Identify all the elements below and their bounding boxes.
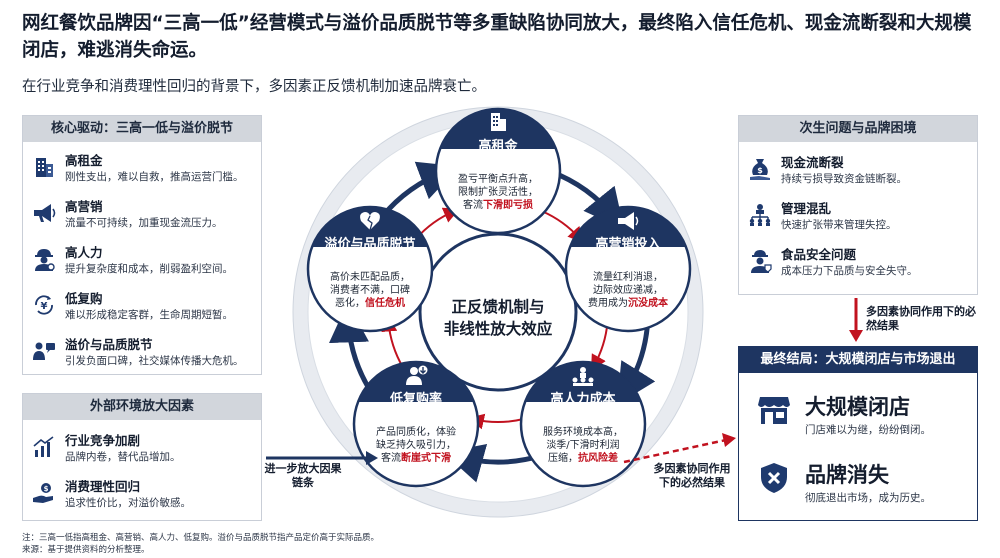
driver-title: 高营销 [65, 199, 103, 214]
cycle-node-highlight: 断崖式下滑 [401, 453, 451, 464]
feedback-cycle-diagram [292, 106, 704, 518]
svg-text:$: $ [44, 485, 49, 493]
cycle-node-desc: 服务环境成本高，淡季/下滑时利润压缩，抗风险差 [543, 427, 623, 464]
svg-text:¥: ¥ [41, 301, 48, 312]
secondary-heading: 次生问题与品牌困境 [739, 116, 977, 142]
secondary-title: 食品安全问题 [781, 247, 857, 262]
hand-coin-icon: $ [31, 480, 57, 506]
megaphone-icon [31, 200, 57, 226]
cycle-node-highlight: 抗风险差 [578, 453, 618, 464]
down-arrow [849, 298, 863, 342]
speaker-person-icon [31, 338, 57, 364]
driver-desc: 流量不可持续，加重现金流压力。 [65, 217, 223, 229]
cycle-node-highlight: 信任危机 [365, 298, 405, 309]
secondary-item-food-safety: 食品安全问题 成本压力下品质与安全失守。 [739, 244, 977, 290]
user-down-icon [406, 365, 428, 385]
left-link-label: 进一步放大因果链条 [264, 462, 342, 489]
megaphone-icon [618, 212, 639, 230]
final-title: 品牌消失 [805, 463, 889, 487]
shield-x-icon [757, 461, 791, 495]
svg-text:$: $ [757, 166, 763, 175]
external-title: 行业竞争加剧 [65, 433, 141, 448]
external-heading: 外部环境放大因素 [23, 394, 261, 420]
final-item-closure: 大规模闭店 门店难以为继，纷纷倒闭。 [739, 385, 977, 445]
driver-item-repurchase: ¥ 低复购 难以形成稳定客群，生命周期短暂。 [23, 288, 261, 334]
external-desc: 追求性价比，对溢价敏感。 [65, 497, 191, 509]
secondary-desc: 快速扩张带来管理失控。 [781, 219, 897, 231]
building-icon [491, 113, 506, 131]
page-subtitle: 在行业竞争和消费理性回归的背景下，多因素正反馈机制加速品牌衰亡。 [22, 79, 486, 95]
driver-item-premium: 溢价与品质脱节 引发负面口碑，社交媒体传播大危机。 [23, 334, 261, 380]
result-label: 多因素协同作用下的必然结果 [866, 305, 976, 332]
store-icon [757, 393, 791, 427]
driver-item-marketing: 高营销 流量不可持续，加重现金流压力。 [23, 196, 261, 242]
driver-title: 高人力 [65, 245, 103, 260]
cycle-node-title: 高人力成本 [550, 392, 616, 407]
driver-desc: 刚性支出，难以自救，推高运营门槛。 [65, 171, 244, 183]
cycle-node-desc: 高价未匹配品质，消费者不满，口碑恶化，信任危机 [330, 272, 410, 309]
secondary-desc: 成本压力下品质与安全失守。 [781, 265, 918, 277]
cycle-node-title: 高营销投入 [595, 237, 661, 252]
final-desc: 彻底退出市场，成为历史。 [805, 492, 931, 504]
driver-title: 溢价与品质脱节 [65, 337, 153, 352]
team-icon [572, 367, 594, 386]
final-title: 大规模闭店 [805, 395, 910, 419]
driver-desc: 提升复杂度和成本，削弱盈利空间。 [65, 263, 233, 275]
right-link-arrow [623, 433, 736, 464]
money-bag-icon: $ [747, 156, 773, 182]
secondary-title: 管理混乱 [781, 201, 832, 216]
external-item-rational: $ 消费理性回归 追求性价比，对溢价敏感。 [23, 476, 261, 522]
page-title: 网红餐饮品牌因“三高一低”经营模式与溢价品质脱节等多重缺陷协同放大，最终陷入信任… [22, 13, 972, 61]
driver-desc: 引发负面口碑，社交媒体传播大危机。 [65, 355, 244, 367]
secondary-desc: 持续亏损导致资金链断裂。 [781, 173, 907, 185]
secondary-panel: 次生问题与品牌困境 $ 现金流断裂 持续亏损导致资金链断裂。 管理混乱 快速扩张… [738, 115, 978, 295]
cycle-node-desc: 盈亏平衡点升高，限制扩张灵活性，客流下滑即亏损 [458, 174, 538, 211]
core-drivers-panel: 核心驱动：三高一低与溢价脱节 高租金 刚性支出，难以自救，推高运营门槛。 高营销… [22, 115, 262, 375]
secondary-item-cash: $ 现金流断裂 持续亏损导致资金链断裂。 [739, 152, 977, 198]
final-panel: 最终结局：大规模闭店与市场退出 大规模闭店 门店难以为继，纷纷倒闭。 品牌消失 … [738, 346, 978, 521]
secondary-title: 现金流断裂 [781, 155, 844, 170]
food-safety-icon [747, 248, 773, 274]
source-note: 来源：基于提供资料的分析整理。 [22, 545, 150, 555]
secondary-item-management: 管理混乱 快速扩张带来管理失控。 [739, 198, 977, 244]
cycle-node-title: 高租金 [478, 139, 518, 154]
final-heading: 最终结局：大规模闭店与市场退出 [739, 347, 977, 373]
core-drivers-heading: 核心驱动：三高一低与溢价脱节 [23, 116, 261, 142]
cycle-node-desc: 产品同质化，体验缺乏持久吸引力，客流断崖式下滑 [376, 427, 456, 464]
cycle-center-label: 正反馈机制与非线性放大效应 [443, 298, 553, 338]
left-link-arrow [266, 451, 378, 465]
driver-title: 高租金 [65, 153, 103, 168]
cycle-node-highlight: 沉没成本 [628, 298, 668, 309]
driver-title: 低复购 [65, 291, 103, 306]
external-panel: 外部环境放大因素 行业竞争加剧 品牌内卷，替代品增加。 $ 消费理性回归 追求性… [22, 393, 262, 521]
yen-cycle-icon: ¥ [31, 292, 57, 318]
cycle-node-title: 低复购率 [389, 392, 442, 407]
cycle-node-title: 溢价与品质脱节 [324, 237, 416, 252]
trend-chart-icon [31, 434, 57, 460]
external-title: 消费理性回归 [65, 479, 141, 494]
org-chart-icon [747, 202, 773, 228]
worker-icon [31, 246, 57, 272]
driver-desc: 难以形成稳定客群，生命周期短暂。 [65, 309, 233, 321]
cycle-node-cap [570, 206, 686, 247]
driver-item-labor: 高人力 提升复杂度和成本，削弱盈利空间。 [23, 242, 261, 288]
cycle-node-desc: 流量红利消退，边际效应递减，费用成为沉没成本 [588, 272, 668, 309]
broken-heart-icon [360, 212, 380, 231]
driver-item-rent: 高租金 刚性支出，难以自救，推高运营门槛。 [23, 150, 261, 196]
building-icon [31, 154, 57, 180]
final-item-vanish: 品牌消失 彻底退出市场，成为历史。 [739, 453, 977, 513]
right-link-label: 多因素协同作用下的必然结果 [653, 462, 731, 489]
cycle-node-highlight: 下滑即亏损 [483, 200, 533, 211]
external-item-competition: 行业竞争加剧 品牌内卷，替代品增加。 [23, 430, 261, 476]
external-desc: 品牌内卷，替代品增加。 [65, 451, 181, 463]
footnote: 注：三高一低指高租金、高营销、高人力、低复购。溢价与品质脱节指产品定价高于实际品… [22, 533, 380, 543]
final-desc: 门店难以为继，纷纷倒闭。 [805, 424, 931, 436]
